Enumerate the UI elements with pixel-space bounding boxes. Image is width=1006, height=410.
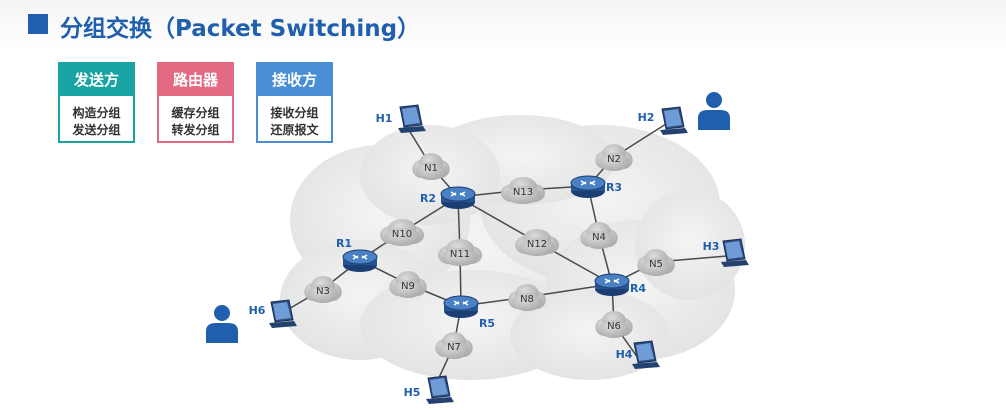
user-icon [698,92,730,130]
router-label: R2 [420,192,436,205]
router-arrows-icon [604,278,620,284]
host-h5: H5 [404,375,454,404]
network-cloud-n13: N13 [501,177,545,204]
laptop-icon [660,106,688,135]
network-label: N2 [607,154,621,165]
host-label: H1 [376,112,393,125]
network-cloud-n6: N6 [595,311,633,338]
network-label: N12 [527,239,547,250]
receiver-line: 接收分组 [270,106,319,120]
router-arrows-icon [453,300,469,306]
receiver-heading: 接收方 [258,64,331,96]
title-marker [28,14,48,34]
host-label: H2 [638,111,655,124]
router-arrows-icon [450,191,466,197]
receiver-card: 接收方 接收分组 还原报文 [256,62,333,143]
laptop-icon [632,340,660,369]
router-heading: 路由器 [159,64,232,96]
sender-line: 发送分组 [72,123,121,137]
router-card: 路由器 缓存分组 转发分组 [157,62,234,143]
host-h2: H2 [638,106,688,135]
network-label: N3 [316,286,330,297]
network-label: N7 [447,342,461,353]
network-label: N13 [513,187,533,198]
router-r3: R3 [570,175,622,198]
network-cloud-n11: N11 [438,239,482,266]
host-label: H4 [616,348,633,361]
router-line: 缓存分组 [171,106,220,120]
network-cloud-n12: N12 [515,229,559,256]
router-r2: R2 [420,186,476,209]
router-r5: R5 [443,295,495,330]
network-label: N10 [392,229,412,240]
network-cloud-n5: N5 [637,249,675,276]
network-label: N4 [592,232,606,243]
network-label: N11 [450,249,470,260]
router-label: R3 [606,181,622,194]
host-label: H6 [249,304,266,317]
network-cloud-n4: N4 [580,222,618,249]
laptop-icon [269,299,297,328]
sender-card: 发送方 构造分组 发送分组 [58,62,135,143]
sender-heading: 发送方 [60,64,133,96]
router-label: R5 [479,317,495,330]
host-h4: H4 [616,340,660,369]
network-cloud-n7: N7 [435,332,473,359]
page-title: 分组交换（Packet Switching） [60,16,421,42]
router-r1: R1 [336,237,378,272]
network-cloud-n1: N1 [412,153,450,180]
network-cloud-n9: N9 [389,271,427,298]
sender-line: 构造分组 [72,106,121,120]
host-h6: H6 [249,299,297,328]
network-cloud-n3: N3 [304,276,342,303]
title-bar [0,0,1006,50]
laptop-icon [721,238,749,267]
router-arrows-icon [580,180,596,186]
laptop-icon [426,375,454,404]
router-label: R4 [630,282,646,295]
receiver-line: 还原报文 [270,123,319,137]
router-r4: R4 [594,273,646,296]
host-h3: H3 [703,238,749,267]
network-label: N8 [520,294,534,305]
laptop-icon [398,104,426,133]
user-icon [206,305,238,343]
router-arrows-icon [352,254,368,260]
network-cloud-n2: N2 [595,144,633,171]
network-label: N9 [401,281,415,292]
network-label: N1 [424,163,438,174]
host-label: H3 [703,240,720,253]
network-cloud-n8: N8 [508,284,546,311]
router-line: 转发分组 [171,123,220,137]
host-h1: H1 [376,104,426,133]
network-cloud-n10: N10 [380,219,424,246]
router-label: R1 [336,237,352,250]
host-label: H5 [404,386,421,399]
network-label: N6 [607,321,621,332]
network-label: N5 [649,259,663,270]
